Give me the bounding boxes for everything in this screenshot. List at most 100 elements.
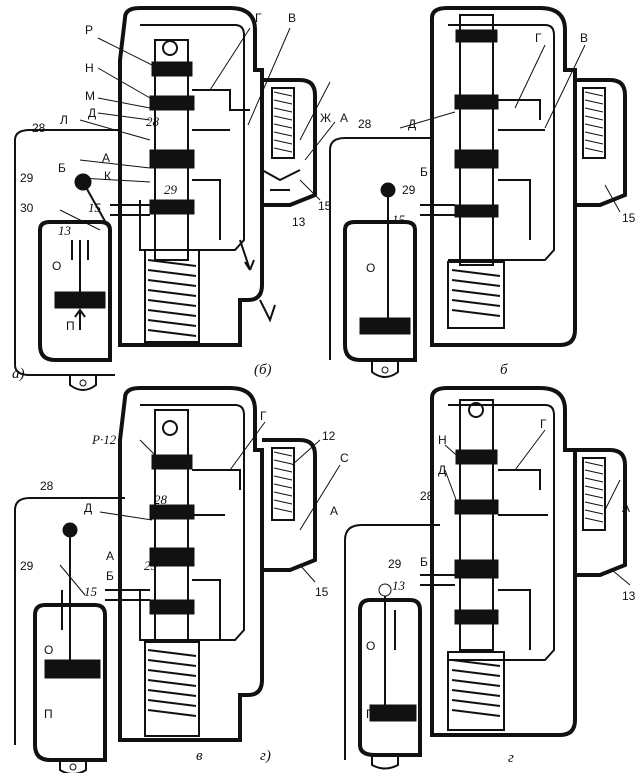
panel-v-label-o: О <box>44 643 53 657</box>
panel-a-side-valve-spring-box <box>271 87 295 159</box>
panel-g-label-g: Г <box>540 417 547 431</box>
panel-a-pipe <box>14 129 120 376</box>
panel-a-label-g: Г <box>255 11 262 25</box>
panel-v-land-2 <box>149 504 195 520</box>
panel-v-passages <box>105 469 241 640</box>
panel-a: Р Г В Н М Д Л 28 28 А К 29 Б 29 15 30 13… <box>12 6 348 391</box>
panel-v-leaders <box>59 421 341 596</box>
panel-v-label-s: С <box>340 451 349 465</box>
panel-v-caption: в <box>196 748 203 764</box>
panel-b-side-valve-spring <box>584 91 604 153</box>
panel-g-spool <box>459 399 494 651</box>
panel-g-lever <box>384 596 396 705</box>
panel-b-mount-eye <box>371 360 399 378</box>
panel-b-mount-hole <box>381 366 389 374</box>
panel-b-label-15: 15 <box>622 211 636 225</box>
panel-a-label-r: Р <box>85 23 93 37</box>
panel-a-passage-upper <box>192 89 250 131</box>
panel-g-piston <box>369 704 417 722</box>
panel-g-land-1 <box>455 449 498 465</box>
panel-v-housing <box>118 386 264 742</box>
panel-b-label-d: Д <box>408 117 416 131</box>
panel-g-leaders <box>444 429 631 586</box>
panel-v-piston <box>44 659 101 679</box>
panel-b-passages <box>420 99 545 240</box>
panel-g-land-3 <box>454 559 499 579</box>
panel-g-spool-eye <box>468 402 484 418</box>
panel-v-num-29: 29 <box>144 558 158 573</box>
panel-a-land-3 <box>149 149 195 169</box>
panel-a-num-15: 15 <box>88 200 102 215</box>
panel-a-piston <box>54 291 106 309</box>
panel-v-pipe <box>14 497 125 745</box>
panel-b-label-v: В <box>580 31 588 45</box>
panel-b-label-g: Г <box>535 31 542 45</box>
panel-a-spring <box>144 249 200 343</box>
panel-a-land-2 <box>149 95 195 111</box>
panel-g: Н Г Д 28 29 Б 13 О П А 13 г <box>344 386 636 770</box>
panel-a-label-v: В <box>288 11 296 25</box>
panel-v-num-15: 15 <box>84 584 98 599</box>
panel-a-label-d: Д <box>88 106 96 120</box>
panel-g-num-13: 13 <box>392 578 406 593</box>
panel-b-label-p: П <box>366 321 375 335</box>
panel-v-label-a2: А <box>330 504 338 518</box>
panel-g-passages <box>420 469 548 650</box>
panel-a-label-p: П <box>66 319 75 333</box>
panel-a-label-30: 30 <box>20 201 34 215</box>
panel-b-label-29: 29 <box>402 183 416 197</box>
panel-g-side-valve-spring-box <box>582 457 606 531</box>
panel-g-cylinder-body <box>358 598 422 757</box>
panel-v-land-3 <box>149 547 195 567</box>
panel-a-mount-eye <box>69 375 97 391</box>
panel-b-inner-wall <box>448 24 555 261</box>
panel-v-label-12: 12 <box>322 429 336 443</box>
panel-b-num-15: 15 <box>392 212 406 227</box>
panel-a-label-13: 13 <box>292 215 306 229</box>
panel-a-side-valve-spring <box>273 91 293 153</box>
panel-v: Р·12 Г 12 Д 28 28 А Б 29 29 15 О П С А 1… <box>14 386 349 773</box>
panel-b-land-3 <box>454 149 499 169</box>
panel-a-label-l: Л <box>60 113 68 127</box>
panel-a-flow-arrow-2 <box>259 299 276 323</box>
panel-a-num-28: 28 <box>146 114 160 129</box>
panel-v-label-g: Г <box>260 409 267 423</box>
panel-g-label-b: Б <box>420 555 428 569</box>
panel-b-spool <box>459 14 494 266</box>
panel-b-cylinder-body <box>343 220 417 362</box>
panel-b-spring <box>447 261 505 329</box>
panel-a-land-4 <box>149 199 195 215</box>
panel-g-pipe <box>344 524 440 760</box>
panel-a-passage-lower <box>110 179 221 240</box>
panel-b-label-o: О <box>366 261 375 275</box>
panel-v-side-valve-spring-box <box>271 447 295 521</box>
panel-g-side-valve-spring <box>584 461 604 523</box>
panel-g-label-p: П <box>366 707 375 721</box>
panel-a-cylinder-body <box>38 220 112 362</box>
panel-b-leaders <box>399 44 621 213</box>
panel-v-mount-hole <box>69 763 77 771</box>
panel-a-flow-arrow-1 <box>239 239 255 271</box>
panel-g-label-o: О <box>366 639 375 653</box>
panel-g-land-2 <box>454 499 499 515</box>
panel-g-land-4 <box>454 609 499 625</box>
panel-a-flow-arrow-3 <box>74 308 86 330</box>
panel-a-side-valve-seat <box>261 169 301 191</box>
panel-v-num-28: 28 <box>154 492 168 507</box>
panel-b-caption: б <box>500 362 508 378</box>
panel-a-spool-eye <box>162 40 178 56</box>
panel-v-land-1 <box>151 454 193 470</box>
panel-a-label-28: 28 <box>32 121 46 135</box>
panel-g-housing <box>430 386 577 737</box>
panel-b-land-4 <box>454 204 499 218</box>
panel-g-side-valve-body <box>575 448 627 577</box>
panel-a-num-13: 13 <box>58 223 72 238</box>
panel-a-num-29: 29 <box>164 182 178 197</box>
panel-b-housing <box>430 6 577 347</box>
panel-g-spring <box>447 651 505 731</box>
panel-v-caption-g: г) <box>260 748 271 764</box>
panel-g-label-13: 13 <box>622 589 636 603</box>
panel-g-lever-ball <box>378 583 392 597</box>
panel-v-label-b: Б <box>106 569 114 583</box>
